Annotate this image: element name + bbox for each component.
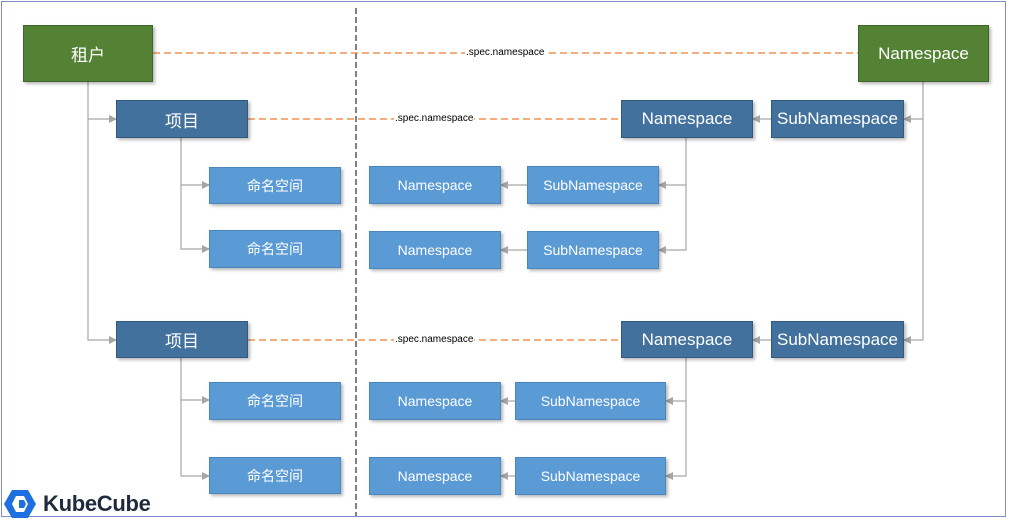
r1-subnamespace-node: SubNamespace [771, 100, 904, 138]
kubecube-logo: KubeCube [3, 488, 151, 520]
project2-link-label: .spec.namespace [394, 334, 475, 346]
top-namespace-node: Namespace [858, 25, 989, 82]
r2a-namespace-node: Namespace [369, 382, 501, 420]
r1b-namespace-node: Namespace [369, 231, 501, 269]
r2ns-to-r2a-sub [665, 358, 687, 405]
kubecube-logo-icon [4, 490, 36, 518]
project2-namespace1-node: 命名空间 [209, 382, 341, 420]
project2-node: 项目 [116, 321, 248, 358]
project1-link-label: .spec.namespace [394, 113, 475, 125]
project1-node: 项目 [116, 100, 248, 138]
topns-to-r1-sub [903, 82, 924, 123]
r1-namespace-node: Namespace [621, 100, 753, 138]
tenant-link-label: .spec.namespace [465, 47, 546, 59]
r2a-subnamespace-node: SubNamespace [515, 382, 666, 420]
r1ns-to-r1a-sub [658, 138, 687, 189]
r2b-subnamespace-node: SubNamespace [515, 457, 666, 495]
kubecube-logo-text: KubeCube [43, 491, 151, 516]
r2-namespace-node: Namespace [621, 321, 753, 358]
project2-to-ns2 [180, 400, 210, 480]
r2ns-to-r2b-sub [665, 401, 687, 480]
project1-namespace2-node: 命名空间 [209, 230, 341, 268]
r1a-namespace-node: Namespace [369, 166, 501, 204]
project1-namespace1-node: 命名空间 [209, 167, 341, 204]
topns-to-r2-sub [903, 119, 924, 344]
project1-to-ns1 [180, 138, 210, 189]
project1-to-ns2 [180, 185, 210, 253]
tenant-to-project2 [87, 119, 117, 344]
r2-subnamespace-node: SubNamespace [771, 321, 904, 358]
project2-namespace2-node: 命名空间 [209, 457, 341, 494]
r1b-subnamespace-node: SubNamespace [527, 231, 659, 269]
tenant-node: 租户 [23, 25, 153, 82]
tenant-to-project1 [87, 82, 117, 123]
r1ns-to-r1b-sub [658, 185, 687, 254]
r1a-subnamespace-node: SubNamespace [527, 166, 659, 204]
project2-to-ns1 [180, 358, 210, 404]
r2b-namespace-node: Namespace [369, 457, 501, 495]
